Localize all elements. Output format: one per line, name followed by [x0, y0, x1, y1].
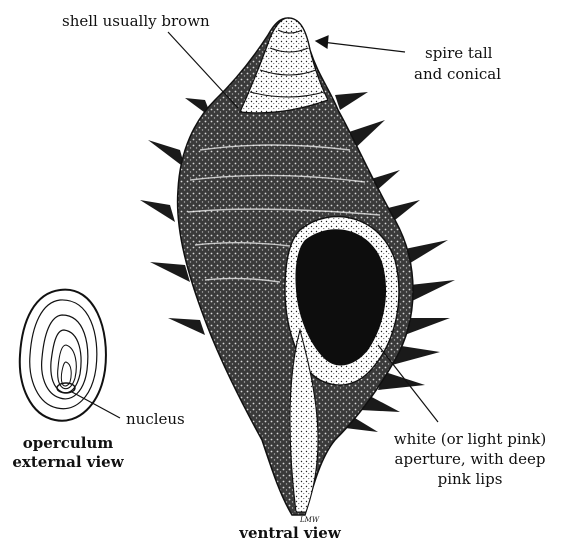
- label-shell-color: shell usually brown: [62, 12, 210, 31]
- label-spire-line2: and conical: [414, 65, 501, 84]
- label-operculum-line2: external view: [8, 453, 128, 472]
- label-operculum-line1: operculum: [8, 434, 128, 453]
- label-ventral-view: ventral view: [220, 524, 360, 543]
- operculum-drawing: [20, 290, 106, 421]
- label-nucleus: nucleus: [126, 410, 185, 429]
- label-aperture-line3: pink lips: [378, 470, 562, 489]
- artist-signature: LMW: [299, 516, 320, 524]
- label-spire-line1: spire tall: [425, 44, 492, 63]
- label-aperture-line1: white (or light pink): [378, 430, 562, 449]
- label-aperture-line2: aperture, with deep: [378, 450, 562, 469]
